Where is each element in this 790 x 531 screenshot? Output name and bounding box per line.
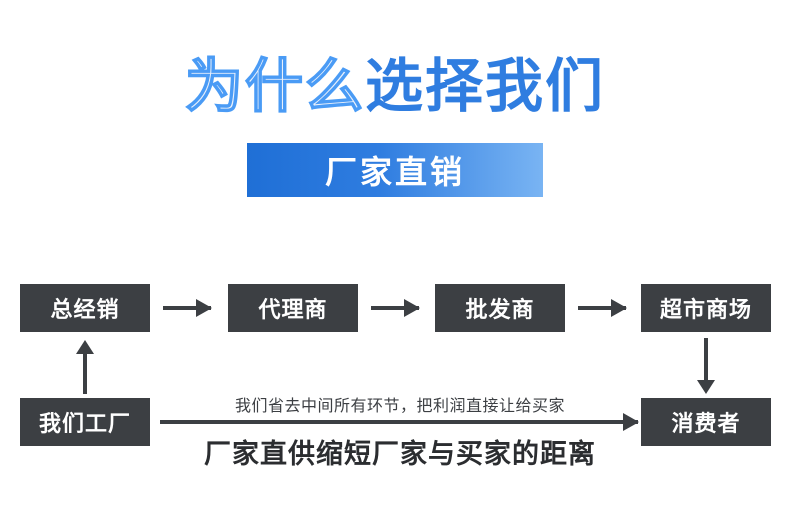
- node-label: 消费者: [671, 411, 741, 436]
- slogan-text: 厂家直供缩短厂家与买家的距离: [204, 439, 596, 469]
- arrow-head: [611, 299, 627, 317]
- arrow-shaft: [83, 352, 87, 394]
- arrow-down-icon: [697, 338, 715, 394]
- arrow-head: [404, 299, 420, 317]
- arrow-right-icon: [163, 299, 212, 317]
- arrow-right-icon: [578, 299, 627, 317]
- node-consumer: 消费者: [641, 398, 771, 446]
- arrow-right-icon: [371, 299, 420, 317]
- arrow-up-icon: [76, 340, 94, 394]
- arrow-shaft: [704, 338, 708, 382]
- node-our-factory: 我们工厂: [20, 398, 150, 446]
- node-general-distributor: 总经销: [20, 284, 150, 332]
- node-wholesaler: 批发商: [435, 284, 565, 332]
- arrow-shaft: [163, 306, 211, 310]
- node-agent: 代理商: [228, 284, 358, 332]
- node-label: 总经销: [50, 297, 120, 322]
- title-line: 为什么选择我们: [0, 52, 790, 122]
- node-label: 我们工厂: [38, 411, 131, 436]
- title-strong-part: 选择我们: [365, 54, 606, 119]
- distribution-flow-diagram: 总经销 代理商 批发商 超市商场 我们工厂 消费者 我们省去中间所有环节，把利润…: [0, 260, 790, 480]
- arrow-head: [623, 413, 639, 431]
- title-light-part: 为什么: [184, 53, 365, 120]
- node-label: 超市商场: [659, 297, 752, 322]
- page-title: 为什么选择我们: [0, 52, 790, 122]
- node-label: 批发商: [465, 297, 535, 322]
- arrow-head: [196, 299, 212, 317]
- banner-text: 厂家直销: [324, 154, 465, 190]
- arrow-shaft: [160, 420, 638, 424]
- banner: 厂家直销: [247, 143, 543, 197]
- node-label: 代理商: [258, 297, 328, 322]
- arrow-shaft: [578, 306, 626, 310]
- arrow-shaft: [371, 306, 419, 310]
- flow-caption: 我们省去中间所有环节，把利润直接让给买家: [234, 398, 565, 415]
- node-supermarket: 超市商场: [641, 284, 771, 332]
- arrow-head: [697, 380, 715, 394]
- arrow-head: [76, 340, 94, 354]
- arrow-right-long-icon: [160, 413, 639, 431]
